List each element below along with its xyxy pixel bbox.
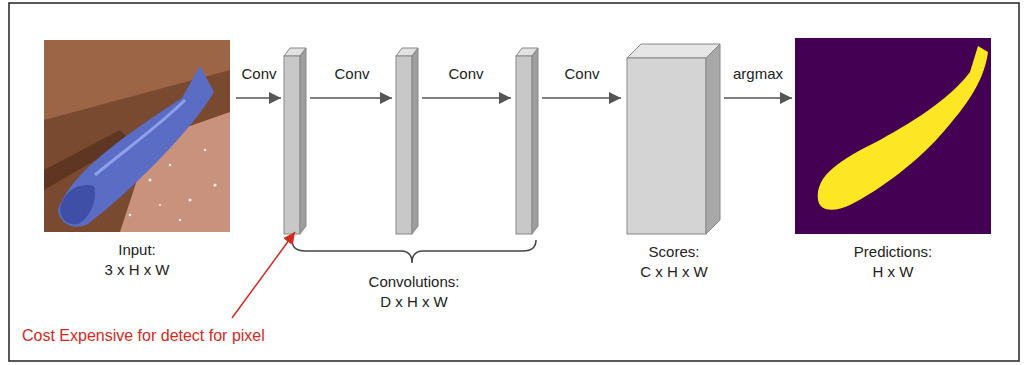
- text-line: D x H x W: [369, 292, 460, 312]
- layer-label: Conv: [448, 64, 483, 84]
- feature-slab: [516, 48, 538, 234]
- layer-label: Conv: [241, 64, 276, 84]
- callout-note: Cost Expensive for detect for pixel: [22, 326, 265, 346]
- input-photo: [44, 40, 230, 232]
- edge-label: argmax: [733, 64, 783, 84]
- text-line: H x W: [854, 262, 932, 282]
- text-line: Convolutions:: [369, 272, 460, 292]
- prediction-mask: [795, 38, 991, 234]
- layer-label: Conv: [334, 64, 369, 84]
- text-line: Predictions:: [854, 242, 932, 262]
- scores-box: [627, 44, 720, 234]
- layer-label: Conv: [564, 64, 599, 84]
- node-caption: Scores: C x H x W: [640, 242, 708, 282]
- node-caption: Input: 3 x H x W: [104, 240, 169, 280]
- text-line: Scores:: [640, 242, 708, 262]
- frame: [9, 3, 1019, 361]
- layer-label: Convolutions: D x H x W: [369, 272, 460, 312]
- image-node: Predictions: H x W: [795, 38, 991, 234]
- text-line: C x H x W: [640, 262, 708, 282]
- flow-arrow: [724, 97, 792, 99]
- image-node: Scores: C x H x W: [627, 44, 721, 234]
- text-line: Input:: [104, 240, 169, 260]
- node-caption: Predictions: H x W: [854, 242, 932, 282]
- image-node: Input: 3 x H x W: [44, 40, 230, 232]
- brace: [292, 240, 536, 263]
- feature-slab: [396, 48, 418, 234]
- feature-slab: [284, 48, 306, 234]
- text-line: 3 x H x W: [104, 260, 169, 280]
- callout-arrow: [232, 232, 295, 318]
